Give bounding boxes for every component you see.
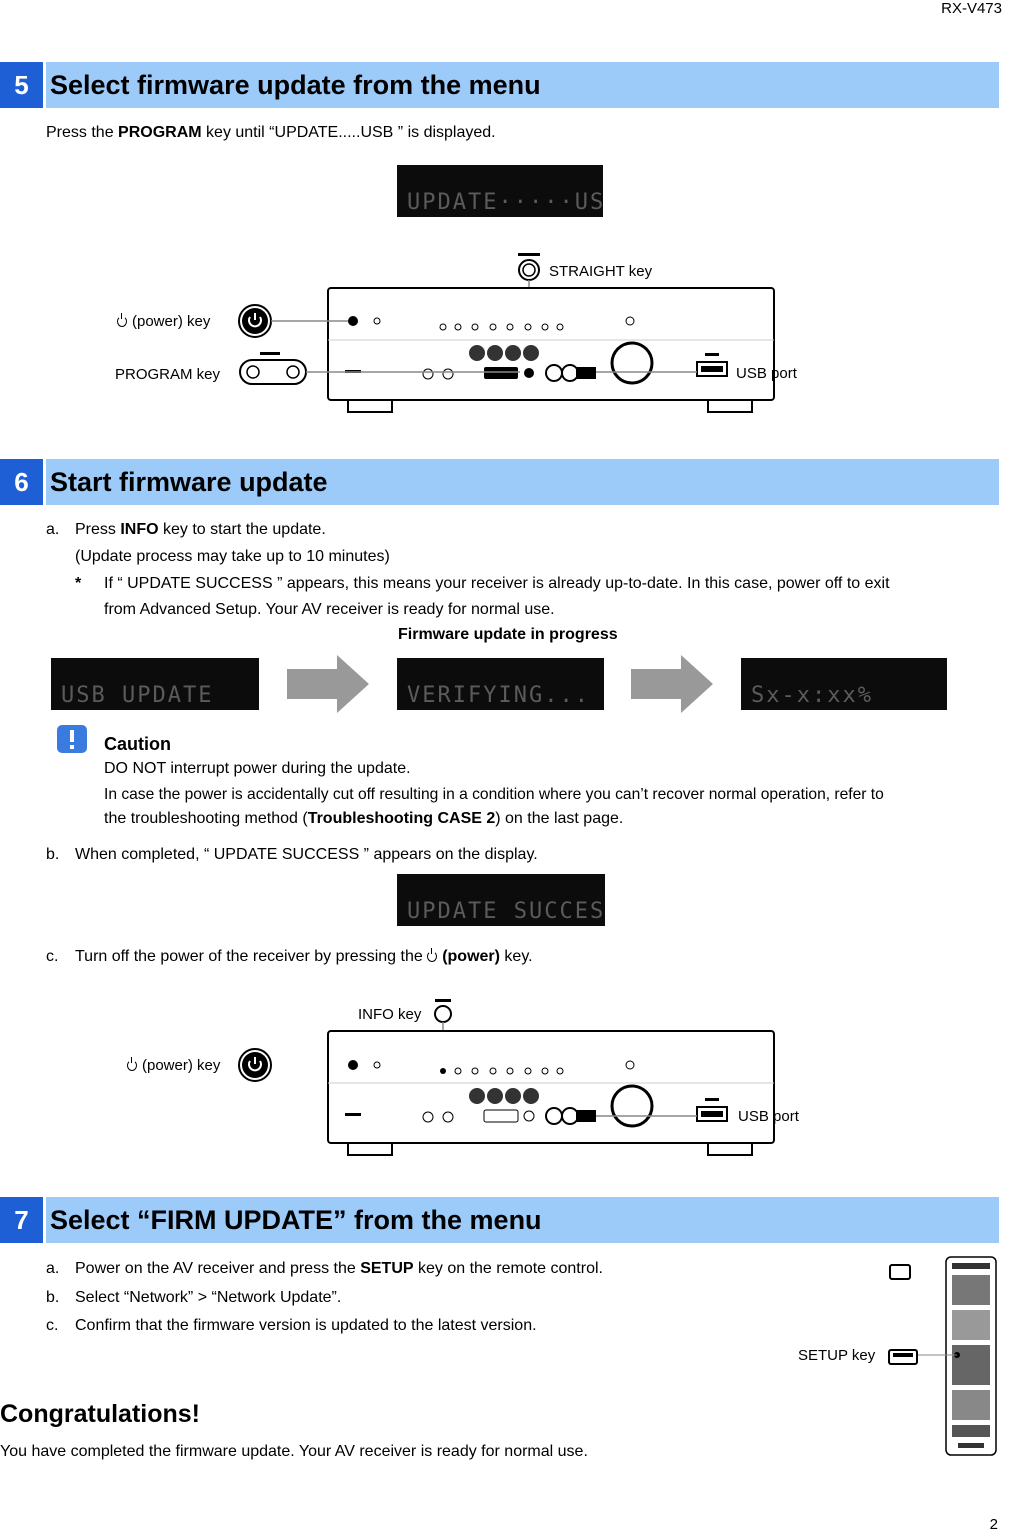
power-icon [127, 1057, 137, 1071]
step-7a-text: Power on the AV receiver and press the S… [75, 1260, 603, 1277]
display-update-success: UPDATE SUCCESS [397, 874, 605, 926]
caution-line3: the troubleshooting method (Troubleshoot… [104, 810, 624, 827]
setup-key-label: SETUP key [798, 1347, 876, 1364]
receiver-front-panel-figure [238, 253, 775, 413]
receiver-front-panel-figure-2 [238, 999, 775, 1156]
step-6a-marker: a. [46, 521, 60, 538]
arrow-right-icon [631, 655, 713, 713]
remote-control-figure [889, 1256, 997, 1456]
step-7b-marker: b. [46, 1289, 60, 1306]
step-7c-marker: c. [46, 1317, 59, 1334]
section-6-number: 6 [0, 459, 43, 505]
usb-port-label-2: USB port [738, 1108, 799, 1125]
step-6b-text: When completed, “ UPDATE SUCCESS ” appea… [75, 846, 538, 863]
step-6c-marker: c. [46, 948, 59, 965]
congratulations-title: Congratulations! [0, 1400, 200, 1428]
section-5-header: 5 Select firmware update from the menu [0, 62, 999, 108]
straight-key-label: STRAIGHT key [549, 263, 653, 280]
congratulations-text: You have completed the firmware update. … [0, 1443, 588, 1460]
display-verifying: VERIFYING... [397, 658, 604, 710]
display-usb-update: USB UPDATE [51, 658, 259, 710]
step-6c-text: Turn off the power of the receiver by pr… [75, 948, 533, 965]
power-icon [117, 313, 127, 327]
page-number: 2 [989, 1516, 998, 1533]
asterisk-note-line2: from Advanced Setup. Your AV receiver is… [104, 601, 555, 618]
usb-port-label: USB port [736, 365, 797, 382]
arrow-right-icon [287, 655, 369, 713]
step-7b-text: Select “Network” > “Network Update”. [75, 1289, 342, 1306]
section-5-instruction: Press the PROGRAM key until “UPDATE.....… [46, 124, 496, 141]
info-key-icon [434, 1005, 452, 1023]
section-5-title: Select firmware update from the menu [46, 62, 999, 108]
asterisk-note-line1: If “ UPDATE SUCCESS ” appears, this mean… [104, 575, 890, 592]
section-7-header: 7 Select “FIRM UPDATE” from the menu [0, 1197, 999, 1243]
program-key-label: PROGRAM key [115, 366, 221, 383]
step-6a-note: (Update process may take up to 10 minute… [75, 548, 390, 565]
setup-key-icon [888, 1349, 918, 1365]
display-progress-percent: Sx-x:xx% [741, 658, 947, 710]
caution-icon [57, 725, 87, 753]
step-6b-marker: b. [46, 846, 60, 863]
section-5-number: 5 [0, 62, 43, 108]
section-6-title: Start firmware update [46, 459, 999, 505]
info-key-label: INFO key [358, 1006, 422, 1023]
power-icon [427, 948, 438, 962]
section-7-title: Select “FIRM UPDATE” from the menu [46, 1197, 999, 1243]
power-key-label-2: (power) key [127, 1057, 220, 1074]
caution-line1: DO NOT interrupt power during the update… [104, 760, 411, 777]
caution-title: Caution [104, 734, 171, 754]
step-7a-marker: a. [46, 1260, 60, 1277]
section-7-number: 7 [0, 1197, 43, 1243]
power-key-label: (power) key [117, 313, 210, 330]
step-7c-text: Confirm that the firmware version is upd… [75, 1317, 537, 1334]
step-6a-text: Press INFO key to start the update. [75, 521, 326, 538]
caution-line2: In case the power is accidentally cut of… [104, 786, 884, 803]
display-update-usb: UPDATE·····USB [397, 165, 603, 217]
model-name: RX-V473 [941, 0, 1002, 17]
progress-heading: Firmware update in progress [398, 626, 618, 643]
asterisk-marker: * [75, 575, 82, 592]
section-6-header: 6 Start firmware update [0, 459, 999, 505]
